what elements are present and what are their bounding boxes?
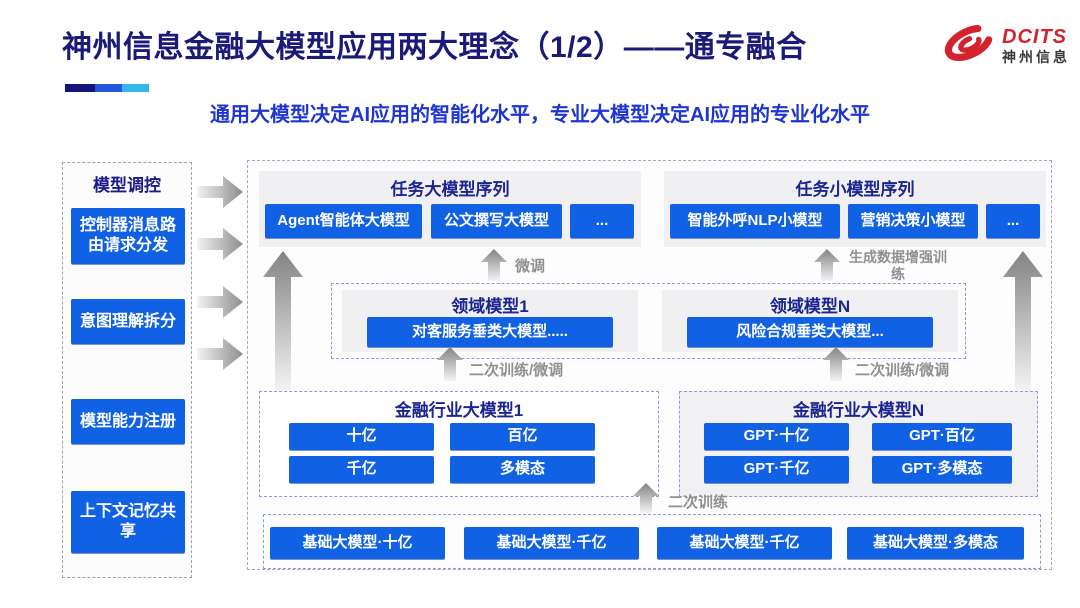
decorative-bar xyxy=(65,84,149,92)
model-control-panel: 模型调控 控制器消息路由请求分发 意图理解拆分 模型能力注册 上下文记忆共享 xyxy=(62,162,192,578)
model-chip-nlp-call: 智能外呼NLP小模型 xyxy=(670,204,840,238)
flow-arrow-up-icon xyxy=(633,483,659,518)
logo-brand: DCITS xyxy=(1002,25,1067,48)
flow-arrow-right-icon xyxy=(197,226,243,267)
flow-arrow-up-icon xyxy=(437,347,463,386)
model-chip-foundation-100b: 基础大模型·千亿 xyxy=(464,527,639,559)
industry-model-1-box: 金融行业大模型1 十亿 百亿 千亿 多模态 xyxy=(259,391,659,497)
model-chip-foundation-multimodal: 基础大模型·多模态 xyxy=(847,527,1024,559)
model-control-title: 模型调控 xyxy=(93,176,161,195)
flow-arrow-up-icon xyxy=(481,249,507,286)
domain-model-box: 领域模型1 对客服务垂类大模型..... 领域模型N 风险合规垂类大模型... xyxy=(331,283,966,359)
model-chip-marketing: 营销决策小模型 xyxy=(848,204,978,238)
domain-n-title: 领域模型N xyxy=(769,297,851,316)
model-chip-multimodal: 多模态 xyxy=(450,456,595,483)
label-retrain-finetune: 二次训练/微调 xyxy=(855,362,950,379)
model-chip-gpt-100b: GPT·千亿 xyxy=(704,456,849,483)
model-chip-more: ... xyxy=(986,204,1040,238)
domain-model-1: 领域模型1 对客服务垂类大模型..... xyxy=(342,290,638,352)
page-title: 神州信息金融大模型应用两大理念（1/2）——通专融合 xyxy=(62,31,807,64)
model-chip-risk-compliance: 风险合规垂类大模型... xyxy=(687,317,933,347)
flow-arrow-right-icon xyxy=(197,174,243,215)
flow-arrow-up-tall-icon xyxy=(1003,251,1043,396)
sidebar-item-context: 上下文记忆共享 xyxy=(71,491,185,553)
flow-arrow-right-icon xyxy=(197,284,243,325)
model-chip-foundation-1b: 基础大模型·十亿 xyxy=(270,527,445,559)
label-retrain-finetune: 二次训练/微调 xyxy=(469,362,564,379)
model-chip-gpt-10b: GPT·百亿 xyxy=(872,423,1012,450)
label-finetune: 微调 xyxy=(515,258,546,275)
industry-1-title: 金融行业大模型1 xyxy=(394,401,524,420)
model-chip-gpt-multimodal: GPT·多模态 xyxy=(872,456,1012,483)
sidebar-item-intent: 意图理解拆分 xyxy=(71,299,185,344)
sidebar-item-register: 模型能力注册 xyxy=(71,399,185,444)
domain-1-title: 领域模型1 xyxy=(451,297,529,316)
industry-model-n-box: 金融行业大模型N GPT·十亿 GPT·百亿 GPT·千亿 GPT·多模态 xyxy=(679,391,1038,497)
task-small-title: 任务小模型序列 xyxy=(795,180,915,199)
task-large-model-group: 任务大模型序列 Agent智能体大模型 公文撰写大模型 ... xyxy=(259,171,641,247)
model-chip-gpt-1b: GPT·十亿 xyxy=(704,423,849,450)
model-chip-1b: 十亿 xyxy=(289,423,434,450)
model-chip-100b: 千亿 xyxy=(289,456,434,483)
label-gen-data-training: 生成数据增强训练 xyxy=(849,249,947,282)
model-chip-10b: 百亿 xyxy=(450,423,595,450)
page-subtitle: 通用大模型决定AI应用的智能化水平，专业大模型决定AI应用的专业化水平 xyxy=(210,104,870,126)
flow-arrow-up-icon xyxy=(823,347,849,386)
flow-arrow-up-icon xyxy=(814,249,840,286)
domain-model-n: 领域模型N 风险合规垂类大模型... xyxy=(662,290,958,352)
industry-n-title: 金融行业大模型N xyxy=(792,401,925,420)
label-retrain: 二次训练 xyxy=(668,494,729,511)
sidebar-item-router: 控制器消息路由请求分发 xyxy=(71,208,185,264)
logo-brand-cn: 神州信息 xyxy=(1002,48,1070,65)
foundation-model-box: 基础大模型·十亿 基础大模型·千亿 基础大模型·千亿 基础大模型·多模态 xyxy=(263,514,1041,569)
flow-arrow-up-tall-icon xyxy=(263,251,303,396)
model-chip-customer-service: 对客服务垂类大模型..... xyxy=(367,317,613,347)
architecture-diagram: 任务大模型序列 Agent智能体大模型 公文撰写大模型 ... 任务小模型序列 … xyxy=(247,160,1052,570)
task-small-model-group: 任务小模型序列 智能外呼NLP小模型 营销决策小模型 ... xyxy=(664,171,1046,247)
flow-arrow-right-icon xyxy=(197,336,243,377)
dcits-logo: DCITS 神州信息 xyxy=(942,18,1070,73)
logo-swirl-icon xyxy=(942,18,996,73)
task-large-title: 任务大模型序列 xyxy=(390,180,510,199)
model-chip-more: ... xyxy=(570,204,634,238)
model-chip-foundation-100b: 基础大模型·千亿 xyxy=(657,527,832,559)
model-chip-document: 公文撰写大模型 xyxy=(431,204,562,238)
model-chip-agent: Agent智能体大模型 xyxy=(265,204,422,238)
